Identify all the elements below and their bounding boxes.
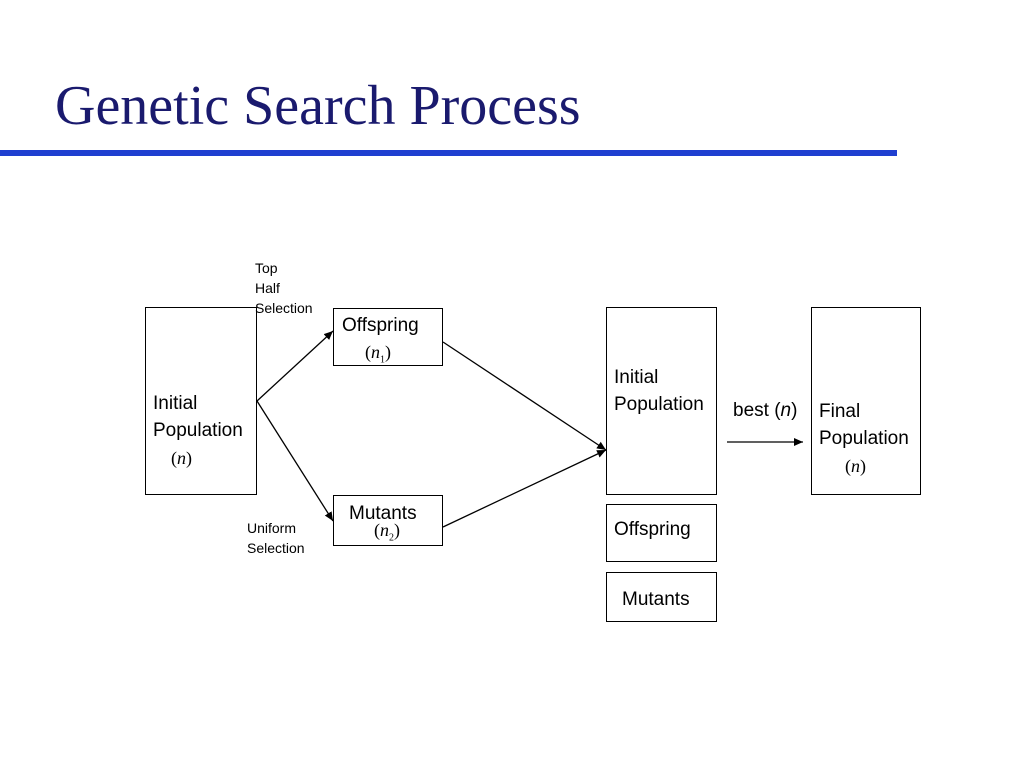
offspring-size: (n1): [365, 342, 391, 366]
top-half-selection-line-1: Top: [255, 260, 278, 276]
initial-population-label-2: Population: [153, 420, 243, 441]
arrow-to-mutants: [256, 400, 334, 522]
offspring-box: [333, 308, 443, 366]
combined-initial-label-1: Initial: [614, 367, 659, 388]
arrow-offspring-to-initial: [442, 341, 607, 451]
combined-initial-label-2: Population: [614, 394, 704, 415]
final-population-label-2: Population: [819, 428, 909, 449]
top-half-selection-line-3: Selection: [255, 300, 313, 316]
final-population-label-1: Final: [819, 401, 861, 422]
initial-population-box: [145, 307, 257, 495]
mutants-box: [333, 495, 443, 546]
combined-offspring-box: [606, 504, 717, 562]
offspring-label: Offspring: [342, 315, 419, 336]
mutants-size: (n2): [374, 520, 400, 544]
mutants-label: Mutants: [349, 503, 417, 524]
initial-population-label-1: Initial: [153, 393, 198, 414]
combined-mutants-box: [606, 572, 717, 622]
arrow-to-offspring: [256, 330, 334, 402]
top-half-selection-line-2: Half: [255, 280, 280, 296]
final-population-size: (n): [845, 456, 866, 476]
initial-population-size: (n): [171, 448, 192, 468]
uniform-selection-line-1: Uniform: [247, 520, 297, 536]
title-underline: [0, 150, 897, 156]
uniform-selection-line-2: Selection: [247, 540, 305, 556]
combined-offspring-label: Offspring: [614, 519, 691, 540]
arrow-mutants-to-initial: [442, 449, 607, 528]
final-population-box: [811, 307, 921, 495]
combined-mutants-label: Mutants: [622, 589, 690, 610]
best-n-label: best (n): [733, 400, 798, 421]
slide-title: Genetic Search Process: [55, 75, 581, 137]
combined-initial-population-box: [606, 307, 717, 495]
